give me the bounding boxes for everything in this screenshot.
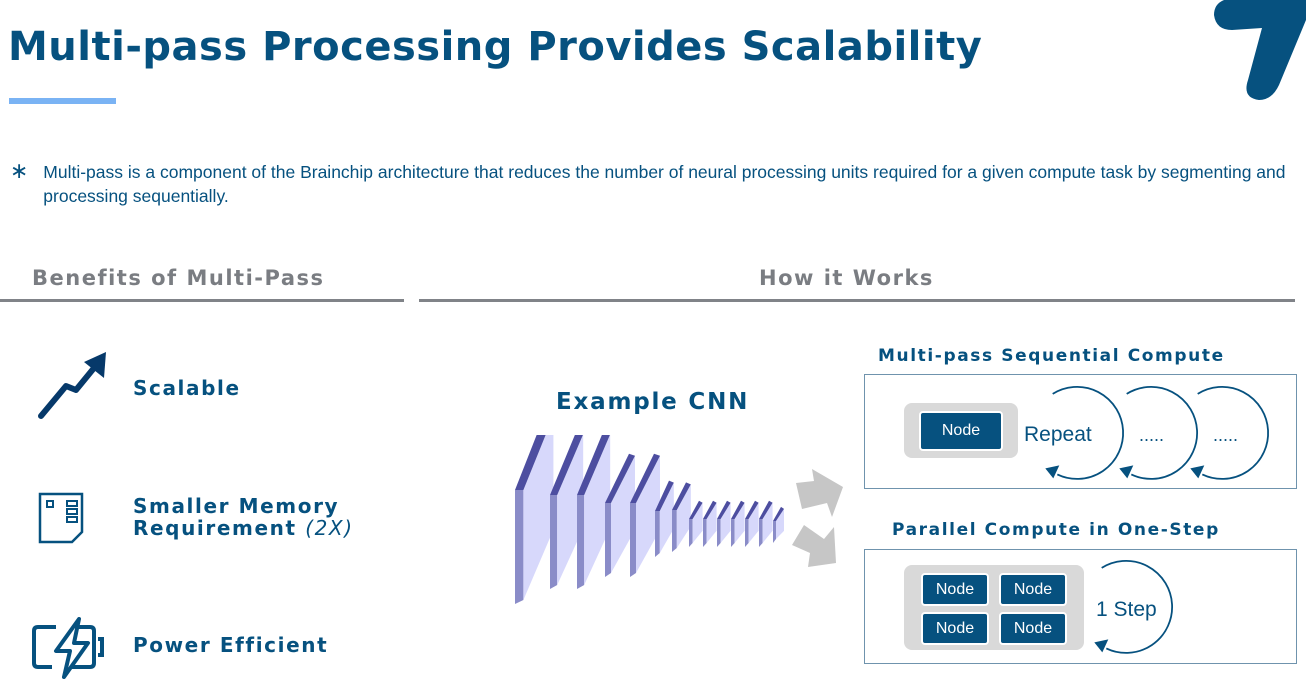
benefit-label: Power Efficient [133,633,329,657]
loop-arrow-icon [1094,560,1173,654]
benefit-label-emphasis: (2X) [305,516,354,540]
node-box: Node [999,573,1067,606]
cnn-layer [717,500,731,547]
cnn-layer [773,506,784,543]
cnn-layer [672,482,691,552]
flow-arrows [792,469,843,567]
intro-text: Multi-pass is a component of the Brainch… [43,162,1286,206]
brand-logo-icon [1214,0,1306,100]
loop-arrow-icon [1190,386,1269,480]
sequential-compute-panel: Node Repeat ..... ..... [864,374,1297,489]
step-loop [1094,560,1173,654]
loop-label-ellipsis: ..... [1139,425,1165,445]
benefit-label-line2: Requirement (2X) [133,517,354,539]
benefit-label-line1: Smaller Memory [133,494,340,518]
cnn-layer [550,435,584,589]
arrow-right-up-icon [796,469,843,517]
node-box: Node [921,573,989,606]
parallel-title: Parallel Compute in One-Step [892,520,1220,540]
benefits-divider [0,299,404,302]
cnn-layer [515,435,554,604]
benefits-heading: Benefits of Multi-Pass [32,266,325,290]
loop-arrow-icon [1119,386,1198,480]
loop-label-repeat: Repeat [1024,423,1092,446]
battery-bolt-icon [32,617,104,679]
how-it-works-heading: How it Works [759,266,934,290]
node-box: Node [921,612,989,645]
cnn-layer [759,500,773,547]
cnn-layer [689,500,703,547]
arrow-right-down-icon [792,525,836,567]
page-title: Multi-pass Processing Provides Scalabili… [8,24,983,70]
node-box: Node [919,411,1003,451]
repeat-loops [1045,386,1269,480]
loop-label-ellipsis: ..... [1213,425,1239,445]
loop-label-step: 1 Step [1096,598,1157,621]
cnn-title: Example CNN [556,389,750,415]
parallel-compute-panel: Node Node Node Node 1 Step [864,549,1297,664]
node-box: Node [999,612,1067,645]
title-underline [9,98,116,104]
intro-bullet: ∗ Multi-pass is a component of the Brain… [8,160,1298,208]
cnn-layer [577,435,611,589]
how-it-works-divider [419,299,1295,302]
loop-arrow-icon [1045,386,1124,480]
cnn-layer [605,453,635,577]
cnn-layer [703,500,717,547]
memory-card-icon [38,492,84,544]
benefit-label-text: Requirement [133,516,297,540]
asterisk-icon: ∗ [10,159,29,184]
cnn-layer [655,480,674,557]
sequential-title: Multi-pass Sequential Compute [878,346,1225,366]
benefit-label: Scalable [133,376,241,400]
cnn-layer [630,453,660,577]
cnn-layers-illustration [515,435,784,604]
trend-up-arrow-icon [38,352,106,419]
cnn-layer [731,500,745,547]
cnn-layer [745,500,759,547]
